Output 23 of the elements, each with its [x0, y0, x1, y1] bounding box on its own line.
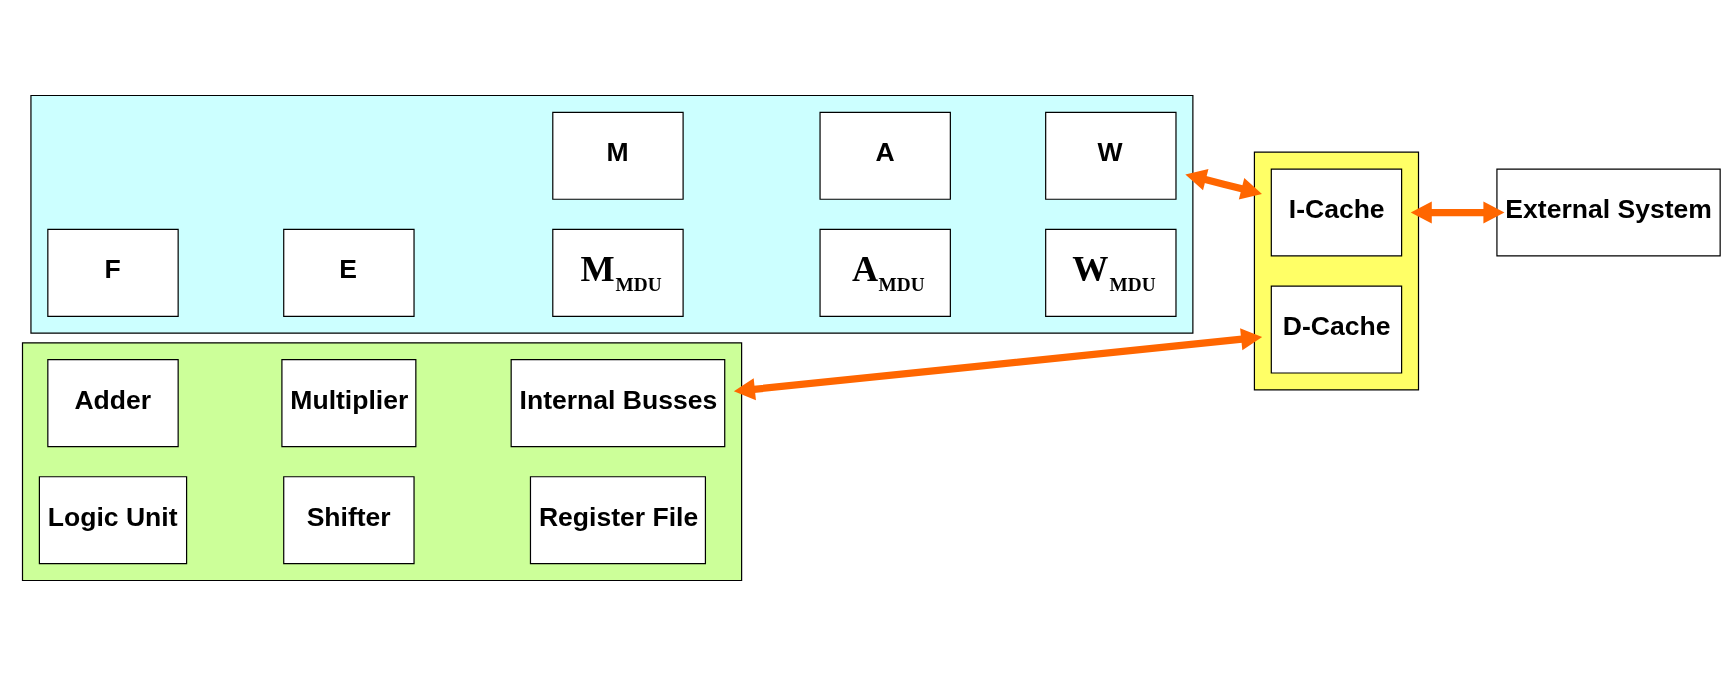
- arrow: [1185, 168, 1262, 199]
- node-box: M$_{MDU}$: [552, 228, 684, 317]
- node-box: E: [283, 228, 415, 317]
- node-box: M: [552, 111, 684, 200]
- node-box: A: [819, 111, 951, 200]
- node-box: I-Cache: [1270, 167, 1403, 257]
- node-box: W: [1045, 111, 1177, 200]
- node-box: Logic Unit: [38, 475, 188, 564]
- node-box: F: [47, 228, 179, 317]
- node-box: Multiplier: [281, 358, 417, 447]
- node-box: D-Cache: [1270, 285, 1403, 374]
- cluster: [1253, 151, 1420, 390]
- node-box: W$_{MDU}$: [1045, 228, 1177, 317]
- arrow: [733, 327, 1263, 400]
- node-box: Adder: [47, 358, 179, 447]
- node-box: A$_{MDU}$: [819, 228, 951, 317]
- node-box: Register File: [529, 475, 707, 564]
- arrow: [1410, 200, 1505, 224]
- node-box: Internal Busses: [510, 358, 726, 447]
- cluster: [21, 341, 743, 581]
- node-box: External System: [1496, 167, 1721, 257]
- cluster: [30, 94, 1194, 334]
- node-box: Shifter: [283, 475, 415, 564]
